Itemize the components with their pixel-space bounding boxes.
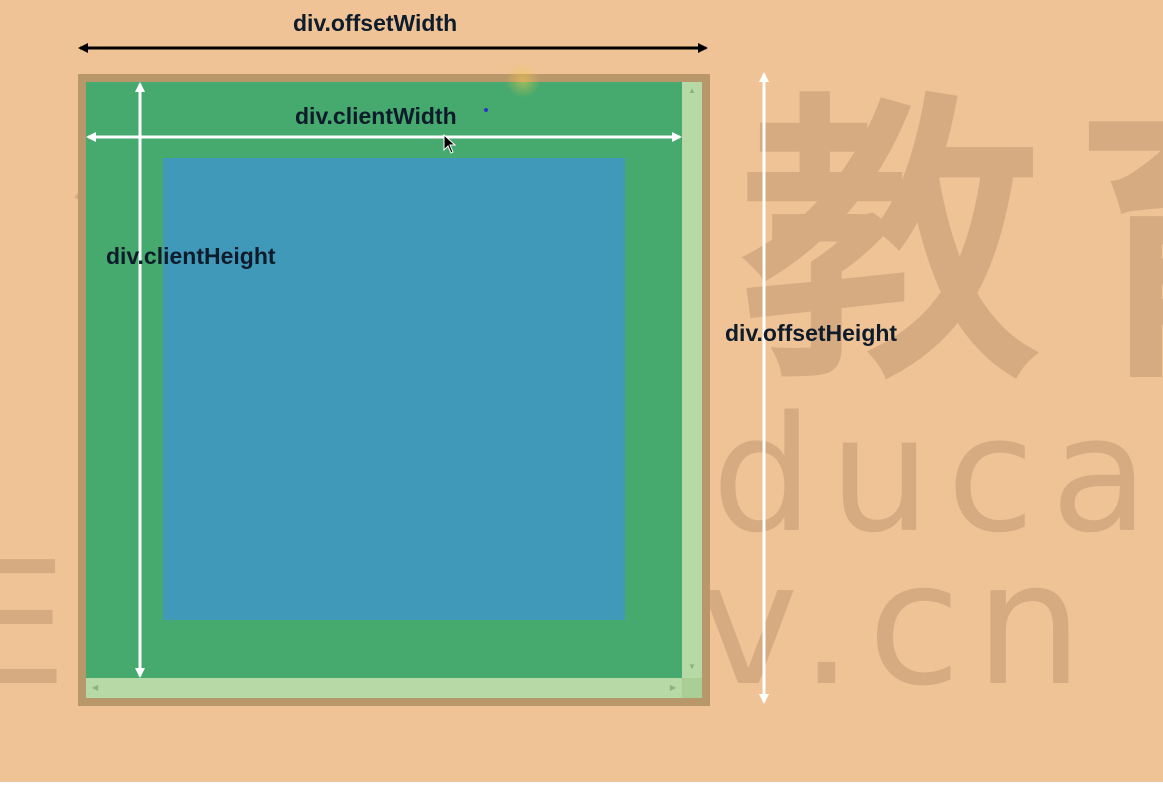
offset-height-label: div.offsetHeight — [725, 320, 898, 346]
offset-width-label: div.offsetWidth — [293, 10, 458, 36]
client-height-label: div.clientHeight — [106, 243, 276, 269]
triangle-left-icon[interactable]: ◀ — [92, 683, 99, 692]
triangle-down-icon[interactable]: ▼ — [688, 662, 696, 671]
triangle-up-icon[interactable]: ▲ — [688, 86, 696, 95]
triangle-right-icon[interactable]: ▶ — [669, 683, 676, 692]
mouse-pointer-icon — [443, 134, 457, 154]
vertical-scrollbar[interactable]: ▲ ▼ — [682, 82, 702, 678]
highlight-flare — [505, 62, 541, 98]
client-width-label: div.clientWidth — [295, 103, 457, 129]
div-content-area — [163, 158, 625, 620]
scrollbar-corner — [682, 678, 702, 698]
cursor-dot — [484, 108, 488, 112]
horizontal-scrollbar[interactable]: ◀ ▶ — [86, 678, 682, 698]
